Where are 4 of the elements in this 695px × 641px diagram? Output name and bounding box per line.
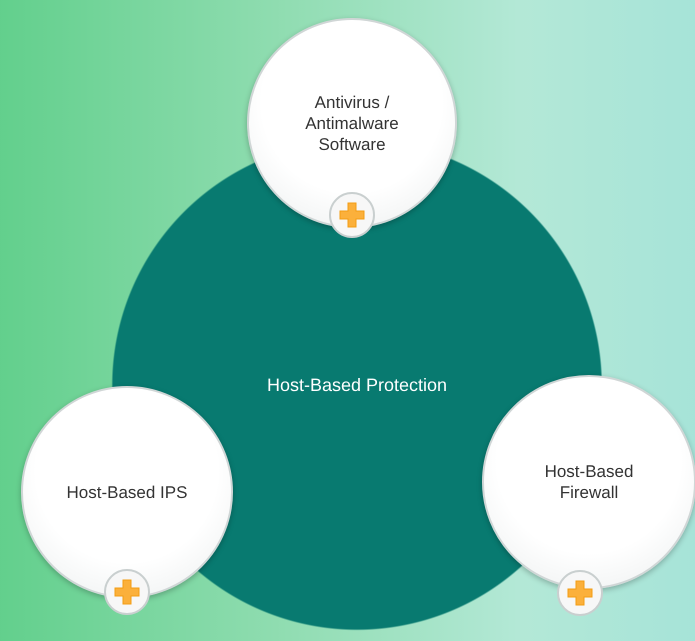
circle-label: Antivirus / Antimalware Software <box>304 92 400 154</box>
circle-label: Host-Based IPS <box>66 482 188 502</box>
circle-label: Host-Based Firewall <box>544 461 634 503</box>
circle-label: Host-Based Protection <box>242 370 472 400</box>
